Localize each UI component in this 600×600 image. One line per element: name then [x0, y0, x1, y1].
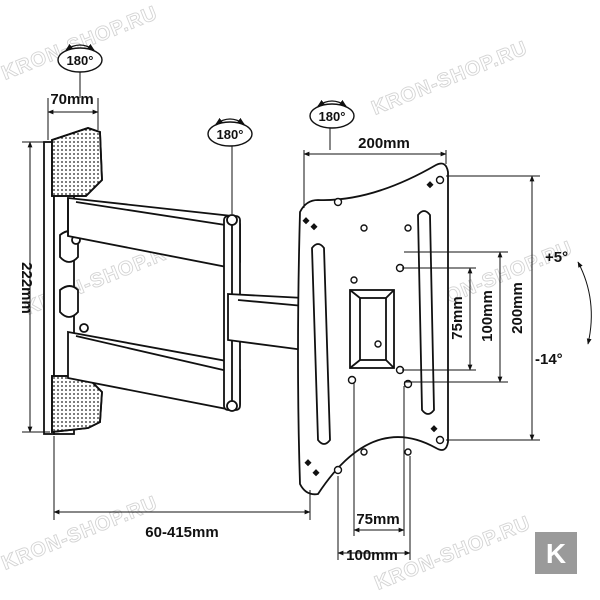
shop-logo: K	[535, 532, 577, 574]
dim-wall-plate-width: 70mm	[50, 91, 93, 108]
dim-vesa-inner-width: 75mm	[356, 511, 399, 528]
watermark-text: KRON-SHOP.RU	[369, 37, 531, 120]
arm-assembly	[67, 196, 317, 412]
rotation-badge-head: 180°	[309, 99, 355, 129]
rotation-label-wall: 180°	[67, 53, 94, 68]
rotation-badge-elbow: 180°	[207, 117, 253, 147]
tilt-up-label: +5°	[545, 249, 568, 266]
dim-vesa-mid-width: 100mm	[346, 547, 398, 564]
tilt-down-label: -14°	[535, 351, 563, 368]
dim-vesa-mid-height: 100mm	[479, 290, 496, 342]
rotation-label-elbow: 180°	[217, 127, 244, 142]
logo-letter: K	[546, 538, 566, 569]
dim-vesa-outer-height: 200mm	[509, 282, 526, 334]
rotation-label-head: 180°	[319, 109, 346, 124]
dimension-lines	[22, 70, 592, 560]
dim-vesa-outer-width: 200mm	[358, 135, 410, 152]
dim-extension: 60-415mm	[145, 524, 218, 541]
rotation-badge-wall: 180°	[57, 43, 103, 73]
dim-wall-plate-height: 222mm	[18, 262, 35, 314]
vesa-plate	[297, 162, 449, 496]
watermark-text: KRON-SHOP.RU	[0, 492, 161, 575]
dim-vesa-inner-height: 75mm	[449, 296, 466, 339]
